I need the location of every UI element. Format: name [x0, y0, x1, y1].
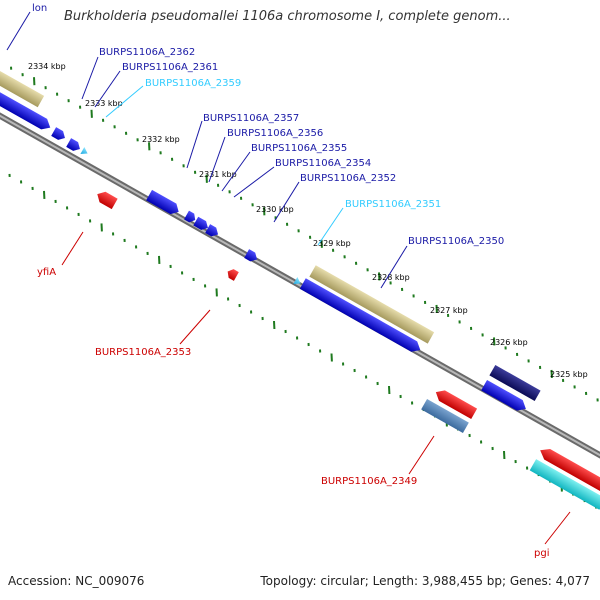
- scale-label: 2326 kbp: [490, 338, 528, 347]
- scale-ticks-outer: [10, 66, 599, 402]
- scale-label: 2328 kbp: [372, 273, 410, 282]
- feature-label-burps1106a-2349[interactable]: BURPS1106A_2349: [321, 476, 417, 487]
- gene-arrow[interactable]: [433, 387, 478, 420]
- gene-arrow[interactable]: [66, 138, 82, 153]
- cds-band-feature[interactable]: [529, 459, 600, 510]
- feature-label-pgi[interactable]: pgi: [534, 548, 549, 559]
- gene-arrow[interactable]: [184, 210, 198, 225]
- feature-label-burps1106a-2351[interactable]: BURPS1106A_2351: [345, 199, 441, 210]
- gene-arrow[interactable]: [94, 189, 118, 210]
- feature-label-burps1106a-2353[interactable]: BURPS1106A_2353: [95, 347, 191, 358]
- scale-label: 2331 kbp: [199, 170, 237, 179]
- gene-arrow[interactable]: [146, 189, 182, 217]
- feature-label-lon[interactable]: lon: [32, 3, 47, 14]
- forward-strand-features: [0, 63, 541, 414]
- cds-band-feature[interactable]: [309, 265, 435, 344]
- gene-arrow[interactable]: [51, 127, 67, 142]
- feature-label-yfia[interactable]: yfiA: [37, 267, 56, 278]
- feature-label-burps1106a-2356[interactable]: BURPS1106A_2356: [227, 128, 323, 139]
- feature-label-burps1106a-2350[interactable]: BURPS1106A_2350: [408, 236, 504, 247]
- scale-label: 2330 kbp: [256, 205, 294, 214]
- gene-arrow[interactable]: [225, 267, 239, 281]
- gene-arrow[interactable]: [244, 249, 259, 264]
- scale-label: 2325 kbp: [550, 370, 588, 379]
- scale-label: 2327 kbp: [430, 306, 468, 315]
- cds-band-feature[interactable]: [421, 398, 469, 434]
- topology-summary-text: Topology: circular; Length: 3,988,455 bp…: [260, 574, 590, 588]
- cds-band-feature[interactable]: [489, 364, 541, 402]
- feature-label-burps1106a-2354[interactable]: BURPS1106A_2354: [275, 158, 371, 169]
- scale-label: 2329 kbp: [313, 239, 351, 248]
- gene-arrow[interactable]: [193, 216, 210, 233]
- gene-arrow[interactable]: [299, 278, 423, 355]
- forward-feature-labels: lon BURPS1106A_2362 BURPS1106A_2361 BURP…: [32, 3, 504, 247]
- feature-label-burps1106a-2352[interactable]: BURPS1106A_2352: [300, 173, 396, 184]
- feature-label-burps1106a-2357[interactable]: BURPS1106A_2357: [203, 113, 299, 124]
- leader-lines: [6, 11, 571, 545]
- reverse-strand-features: [94, 189, 600, 510]
- feature-label-burps1106a-2355[interactable]: BURPS1106A_2355: [251, 143, 347, 154]
- accession-text: Accession: NC_009076: [8, 574, 145, 588]
- gene-arrow[interactable]: [481, 379, 529, 414]
- feature-label-burps1106a-2362[interactable]: BURPS1106A_2362: [99, 47, 195, 58]
- map-title: Burkholderia pseudomallei 1106a chromoso…: [64, 9, 511, 24]
- scale-labels: 2334 kbp 2333 kbp 2332 kbp 2331 kbp 2330…: [28, 62, 588, 379]
- scale-label: 2332 kbp: [142, 135, 180, 144]
- feature-label-burps1106a-2361[interactable]: BURPS1106A_2361: [122, 62, 218, 73]
- scale-label: 2334 kbp: [28, 62, 66, 71]
- gene-arrow[interactable]: [0, 74, 53, 133]
- gene-arrow[interactable]: [205, 224, 220, 239]
- reverse-feature-labels: yfiA BURPS1106A_2353 BURPS1106A_2349 pgi: [37, 267, 549, 559]
- gene-arrow[interactable]: [537, 445, 600, 495]
- feature-label-burps1106a-2359[interactable]: BURPS1106A_2359: [145, 78, 241, 89]
- scale-label: 2333 kbp: [85, 99, 123, 108]
- rna-arrow[interactable]: [293, 277, 302, 287]
- rna-arrow[interactable]: [80, 147, 89, 157]
- cds-band-feature[interactable]: [0, 63, 45, 108]
